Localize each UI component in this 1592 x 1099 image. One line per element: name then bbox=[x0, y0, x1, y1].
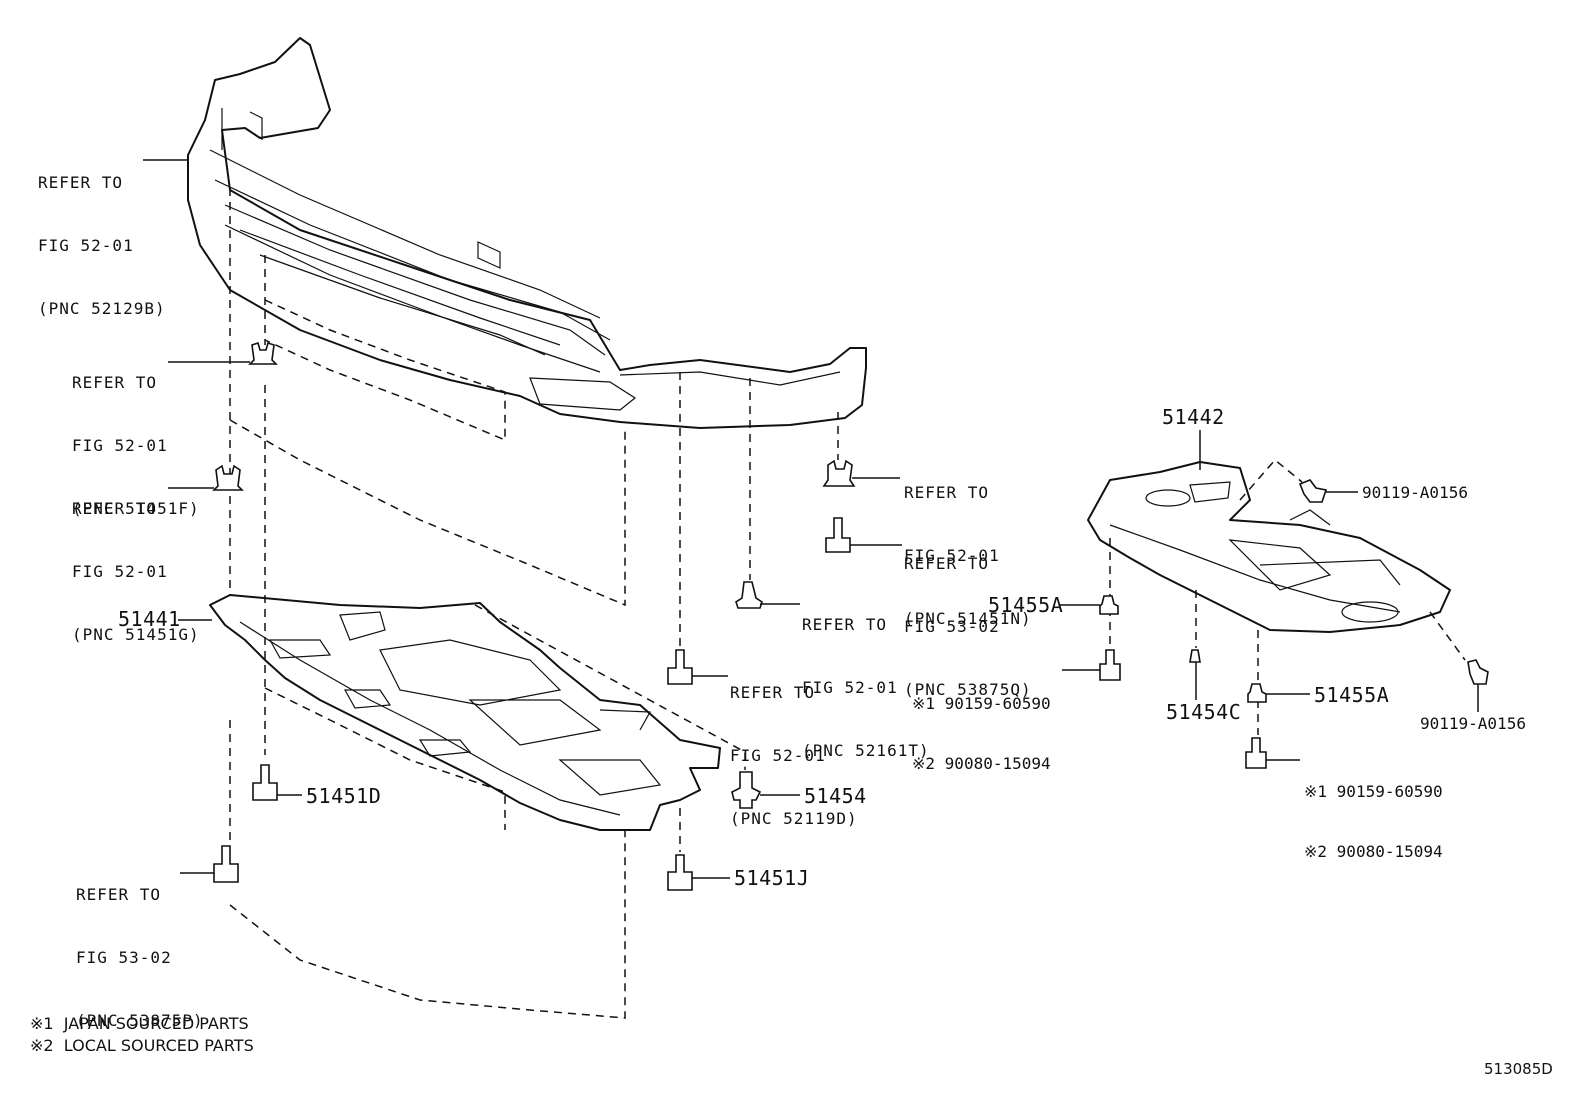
part-51442: 51442 bbox=[1162, 405, 1225, 429]
clip-51451f-icon bbox=[248, 341, 278, 365]
bolt-90159-lower-icon bbox=[1245, 737, 1267, 769]
ref-line1: REFER TO bbox=[802, 615, 888, 634]
ref-line2: FIG 52-01 bbox=[904, 546, 1000, 565]
bolt-90119-bottom-icon bbox=[1467, 659, 1489, 685]
part-90119-top: 90119-A0156 bbox=[1362, 483, 1468, 502]
ref-line2: FIG 52-01 bbox=[72, 562, 168, 581]
ref-line2: FIG 53-02 bbox=[904, 617, 1000, 636]
bolt-51451d-icon bbox=[252, 764, 278, 801]
ref-line1: REFER TO bbox=[72, 499, 158, 518]
ref-bolt-q-label: REFER TO FIG 53-02 (PNC 53875Q) bbox=[904, 511, 1032, 721]
ref-line1: REFER TO bbox=[76, 885, 162, 904]
ref-line1: REFER TO bbox=[38, 173, 124, 192]
alt-bolt-lower: ※1 90159-60590 ※2 90080-15094 bbox=[1304, 742, 1443, 882]
nut-51455a-top-icon bbox=[1099, 595, 1119, 615]
ref-line3: (PNC 52119D) bbox=[730, 809, 858, 828]
part-51454: 51454 bbox=[804, 784, 867, 808]
ref-line3: (PNC 53875Q) bbox=[904, 680, 1032, 699]
ref-line1: REFER TO bbox=[904, 483, 990, 502]
part-51454c: 51454C bbox=[1166, 700, 1242, 724]
ref-line1: REFER TO bbox=[730, 683, 816, 702]
bolt-51451j-icon bbox=[667, 854, 693, 891]
part-51455a-top: 51455A bbox=[988, 593, 1064, 617]
ref-clip-f-label: REFER TO FIG 52-01 (PNC 51451F) bbox=[72, 330, 200, 540]
ref-line3: (PNC 52161T) bbox=[802, 741, 930, 760]
part-51455a-bottom: 51455A bbox=[1314, 683, 1390, 707]
engine-under-cover-51441 bbox=[209, 594, 721, 831]
ref-line3: (PNC 53875P) bbox=[76, 1011, 204, 1030]
fasteners bbox=[212, 341, 1489, 891]
ref-line3: (PNC 52129B) bbox=[38, 299, 166, 318]
ref-line1: REFER TO bbox=[72, 373, 158, 392]
ref-clip-g-label: REFER TO FIG 52-01 (PNC 51451G) bbox=[72, 456, 200, 666]
grommet-51454-icon bbox=[731, 771, 762, 809]
alt-bolt-upper: ※1 90159-60590 ※2 90080-15094 bbox=[912, 654, 1051, 794]
clip-51451n-icon bbox=[822, 459, 856, 487]
bolt-53875q-icon bbox=[825, 517, 851, 553]
ref-bolt-d-label: REFER TO FIG 52-01 (PNC 52119D) bbox=[730, 640, 858, 850]
ref-bolt-p-label: REFER TO FIG 53-02 (PNC 53875P) bbox=[76, 842, 204, 1052]
ref-clip-n-label: REFER TO FIG 52-01 (PNC 51451N) bbox=[904, 440, 1032, 650]
part-51441: 51441 bbox=[118, 607, 181, 631]
ref-line2: FIG 52-01 bbox=[802, 678, 898, 697]
ref-bumper-label: REFER TO FIG 52-01 (PNC 52129B) bbox=[38, 130, 166, 340]
ref-line2: FIG 53-02 bbox=[76, 948, 172, 967]
clip-51451g-icon bbox=[212, 464, 244, 491]
ref-line3: (PNC 51451F) bbox=[72, 499, 200, 518]
ref-line2: FIG 52-01 bbox=[72, 436, 168, 455]
ref-line1: REFER TO bbox=[904, 554, 990, 573]
bolt-52119d-icon bbox=[667, 649, 693, 685]
alt-bolt-line2: ※2 90080-15094 bbox=[1304, 842, 1443, 861]
ref-line2: FIG 52-01 bbox=[38, 236, 134, 255]
note-local-sourced: ※2 LOCAL SOURCED PARTS bbox=[30, 1036, 254, 1055]
part-51451j: 51451J bbox=[734, 866, 810, 890]
clip-52161t-icon bbox=[735, 581, 763, 609]
alt-bolt-line1: ※1 90159-60590 bbox=[912, 694, 1051, 713]
ref-clip-t-label: REFER TO FIG 52-01 (PNC 52161T) bbox=[802, 572, 930, 782]
part-51451d: 51451D bbox=[306, 784, 382, 808]
bolt-90119-top-icon bbox=[1298, 479, 1328, 503]
nut-51455a-bottom-icon bbox=[1247, 683, 1267, 703]
bumper-cover bbox=[187, 37, 867, 429]
ref-line3: (PNC 51451N) bbox=[904, 609, 1032, 628]
part-90119-bottom: 90119-A0156 bbox=[1420, 714, 1526, 733]
rear-under-cover-51442 bbox=[1087, 461, 1451, 633]
figure-reference: 513085D bbox=[1484, 1060, 1553, 1078]
clip-51454c-icon bbox=[1189, 649, 1201, 663]
ref-line2: FIG 52-01 bbox=[730, 746, 826, 765]
note-japan-sourced: ※1 JAPAN SOURCED PARTS bbox=[30, 1014, 249, 1033]
leader-lines bbox=[143, 159, 1479, 879]
alt-bolt-line2: ※2 90080-15094 bbox=[912, 754, 1051, 773]
bolt-53875p-icon bbox=[213, 845, 239, 883]
assembly-lines bbox=[229, 188, 1466, 1019]
ref-line3: (PNC 51451G) bbox=[72, 625, 200, 644]
alt-bolt-line1: ※1 90159-60590 bbox=[1304, 782, 1443, 801]
bolt-90159-upper-icon bbox=[1099, 649, 1121, 681]
